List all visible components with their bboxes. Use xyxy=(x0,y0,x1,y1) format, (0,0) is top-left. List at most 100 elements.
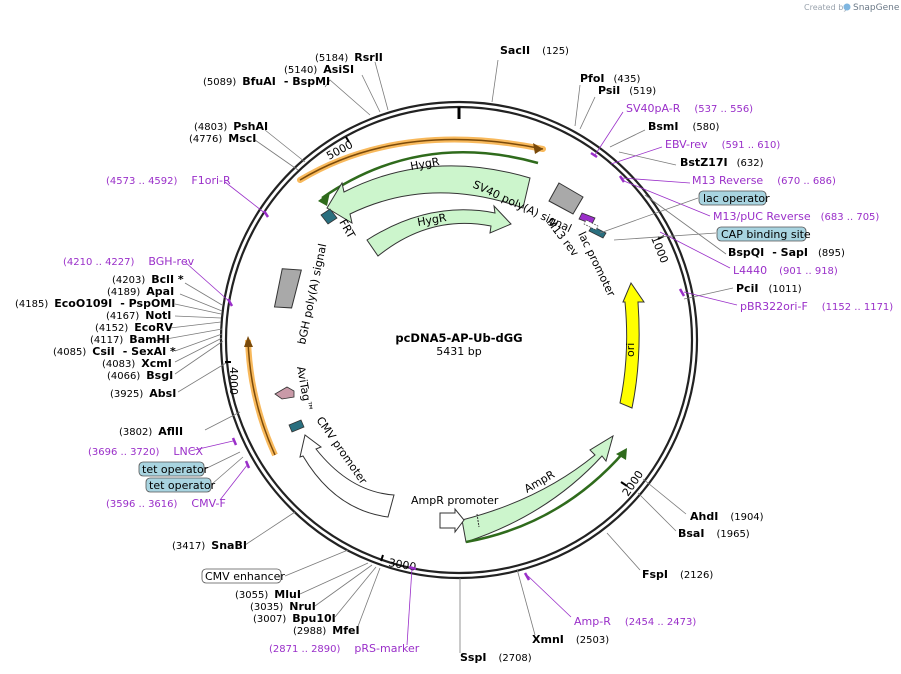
enzyme-leader-lines-right xyxy=(459,59,734,653)
primer-prs-marker[interactable]: (2871 .. 2890)pRS-marker xyxy=(269,642,420,655)
enzyme-bstz17i[interactable]: BstZ17I(632) xyxy=(680,156,764,169)
box-leader-lines-right xyxy=(599,197,717,241)
cmv-promoter-arrow[interactable] xyxy=(299,434,395,518)
bgh-label: bGH poly(A) signal xyxy=(295,242,329,345)
frt-box[interactable] xyxy=(320,208,338,225)
ampr-promoter-label: AmpR promoter xyxy=(411,494,499,507)
enzyme-bsmi[interactable]: BsmI(580) xyxy=(648,120,719,133)
orange-orf-left-head xyxy=(244,336,253,347)
sv40-polya-box[interactable] xyxy=(548,182,584,215)
green-orf-top-head xyxy=(318,192,330,206)
cap-binding-site-tag-label: CAP binding site xyxy=(721,228,811,241)
tick-5000 xyxy=(345,136,350,143)
primer-mark-pbr322 xyxy=(678,288,686,297)
credit-prefix: Created by xyxy=(804,3,848,12)
tet-operator-tag-2-label: tet operator xyxy=(149,479,216,492)
primer-pbr322ori-f[interactable]: pBR322ori-F(1152 .. 1171) xyxy=(740,300,893,313)
cap-binding-site-tag[interactable] xyxy=(716,226,807,242)
box-leader-lines-left xyxy=(204,451,244,485)
enzyme-bcli[interactable]: (4203)BclI * xyxy=(112,273,184,286)
lac-operator-box[interactable] xyxy=(588,225,607,239)
ampr-arrow[interactable] xyxy=(461,434,614,543)
enzyme-bamhi[interactable]: (4117)BamHI xyxy=(90,333,170,346)
tick-2000 xyxy=(620,481,628,487)
enzyme-noti[interactable]: (4167)NotI xyxy=(106,309,171,322)
primer-mark-sv40pa-r xyxy=(590,151,598,159)
enzyme-csii-sexai[interactable]: (4085)CsiI- SexAI * xyxy=(53,345,176,358)
enzyme-pfoi[interactable]: PfoI(435) xyxy=(580,72,640,85)
tick-3000 xyxy=(380,554,384,562)
primer-bgh-rev[interactable]: (4210 .. 4227)BGH-rev xyxy=(63,255,195,268)
primer-sv40pa-r[interactable]: SV40pA-R(537 .. 556) xyxy=(626,102,753,115)
enzyme-nrui[interactable]: (3035)NruI xyxy=(250,600,316,613)
enzyme-snabi[interactable]: (3417)SnaBI xyxy=(172,539,247,552)
primer-m13-puc-reverse[interactable]: M13/pUC Reverse(683 .. 705) xyxy=(713,210,879,223)
avitag-arrow[interactable] xyxy=(274,386,295,400)
enzyme-bpu10i[interactable]: (3007)Bpu10I xyxy=(253,612,336,625)
primer-mark-bgh xyxy=(226,298,234,307)
orange-orf-left[interactable] xyxy=(245,339,278,457)
primer-mark-amp-r xyxy=(523,572,531,581)
enzyme-rsrii[interactable]: (5184)RsrII xyxy=(315,51,383,64)
orange-orf-top-head xyxy=(533,143,543,154)
enzyme-bspqi-sapi[interactable]: BspQI- SapI(895) xyxy=(728,246,845,259)
primer-mark-prs xyxy=(408,565,417,571)
primer-l4440[interactable]: L4440(901 .. 918) xyxy=(733,264,838,277)
enzyme-aflii[interactable]: (3802)AflII xyxy=(119,425,183,438)
primer-mark-cmv-f xyxy=(244,460,251,469)
enzyme-xcmi[interactable]: (4083)XcmI xyxy=(102,357,172,370)
ampr-promoter-dash xyxy=(476,513,480,528)
tet-operator-tag-1[interactable] xyxy=(138,461,205,477)
primer-amp-r[interactable]: Amp-R(2454 .. 2473) xyxy=(574,615,696,628)
enzyme-sacii[interactable]: SacII(125) xyxy=(500,44,569,57)
orange-orf-top-line xyxy=(299,138,544,181)
cmv-enhancer-tag[interactable] xyxy=(201,568,282,584)
enzyme-bfuai-bspmi[interactable]: (5089)BfuAI- BspMI xyxy=(203,75,330,88)
tet-operator-feature[interactable] xyxy=(288,419,305,433)
primer-mark-f1ori xyxy=(262,210,270,218)
lac-promoter-box[interactable] xyxy=(583,219,599,231)
primer-lncx[interactable]: (3696 .. 3720)LNCX xyxy=(88,445,203,458)
bgh-polya-box[interactable] xyxy=(273,267,302,311)
green-orf-top[interactable] xyxy=(321,150,539,200)
plasmid-size: 5431 bp xyxy=(436,345,481,358)
enzyme-absi[interactable]: (3925)AbsI xyxy=(110,387,176,400)
primer-leader-lines-right xyxy=(527,111,738,618)
ampr-orf-line[interactable] xyxy=(465,451,625,544)
enzyme-bsai[interactable]: BsaI(1965) xyxy=(678,527,750,540)
primer-ebv-rev[interactable]: EBV-rev(591 .. 610) xyxy=(665,138,780,151)
primer-m13-reverse[interactable]: M13 Reverse(670 .. 686) xyxy=(692,174,836,187)
tet-operator-tag-1-label: tet operator xyxy=(142,463,209,476)
primer-cmv-f[interactable]: (3596 .. 3616)CMV-F xyxy=(106,497,226,510)
tet-operator-tag-2[interactable] xyxy=(145,477,212,493)
enzyme-ecorv[interactable]: (4152)EcoRV xyxy=(95,321,173,334)
lac-operator-tag-label: lac operator xyxy=(703,192,770,205)
enzyme-mfei[interactable]: (2988)MfeI xyxy=(293,624,360,637)
enzyme-xmni[interactable]: XmnI(2503) xyxy=(532,633,609,646)
enzyme-bsgi[interactable]: (4066)BsgI xyxy=(107,369,173,382)
frt-label: FRT xyxy=(336,217,357,241)
enzyme-msci[interactable]: (4776)MscI xyxy=(189,132,256,145)
enzyme-ecoo109i-pspomi[interactable]: (4185)EcoO109I- PspOMI xyxy=(15,297,175,310)
enzyme-pcii[interactable]: PciI(1011) xyxy=(736,282,802,295)
cmv-enhancer-tag-label: CMV enhancer xyxy=(205,570,285,583)
lac-operator-tag[interactable] xyxy=(698,190,767,206)
enzyme-mlui[interactable]: (3055)MluI xyxy=(235,588,301,601)
hygr-inner-arrow[interactable] xyxy=(366,204,512,257)
enzyme-psii[interactable]: PsiI(519) xyxy=(598,84,656,97)
plasmid-name: pcDNA5-AP-Ub-dGG xyxy=(395,331,522,345)
enzyme-apai[interactable]: (4189)ApaI xyxy=(107,285,174,298)
ori-arrow[interactable] xyxy=(619,281,645,409)
enzyme-ahdi[interactable]: AhdI(1904) xyxy=(690,510,764,523)
tick-label-3000: 3000 xyxy=(387,556,417,574)
ampr-promoter-arrow[interactable] xyxy=(439,507,465,534)
enzyme-fspi[interactable]: FspI(2126) xyxy=(642,568,713,581)
primer-mark-m13 xyxy=(618,175,626,183)
enzyme-sspi[interactable]: SspI(2708) xyxy=(460,651,532,664)
enzyme-pshai[interactable]: (4803)PshAI xyxy=(194,120,268,133)
hygr-outer-arrow[interactable] xyxy=(326,165,531,225)
primer-f1ori-r[interactable]: (4573 .. 4592)F1ori-R xyxy=(106,174,231,187)
lac-promoter-label: lac promoter xyxy=(575,230,618,299)
ampr-orf-head xyxy=(616,448,627,460)
enzyme-asisi[interactable]: (5140)AsiSI xyxy=(284,63,354,76)
